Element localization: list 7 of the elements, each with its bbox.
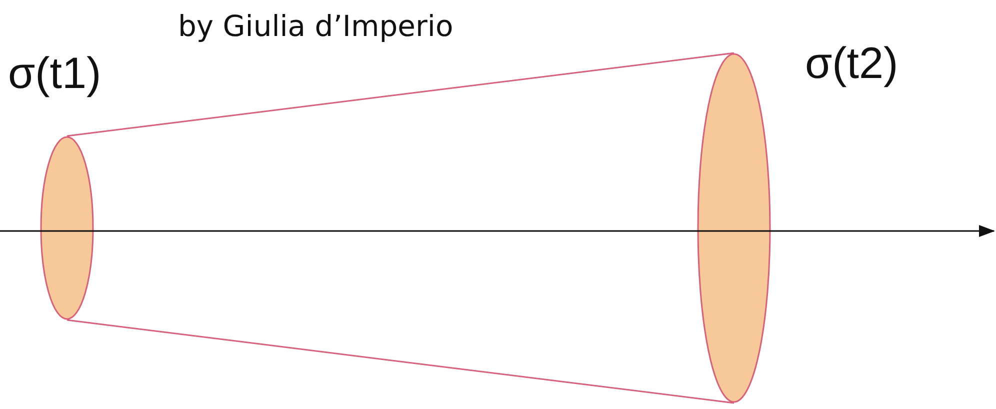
ellipse-cross-section — [40, 136, 94, 320]
ellipse-cross-section — [697, 53, 771, 403]
author-credit: by Giulia d’Imperio — [178, 12, 454, 41]
sigma-label: σ(t1) — [8, 52, 102, 96]
cone-outline-line — [66, 52, 734, 137]
cone-outline-line — [66, 319, 734, 404]
sigma-label: σ(t2) — [805, 42, 898, 86]
